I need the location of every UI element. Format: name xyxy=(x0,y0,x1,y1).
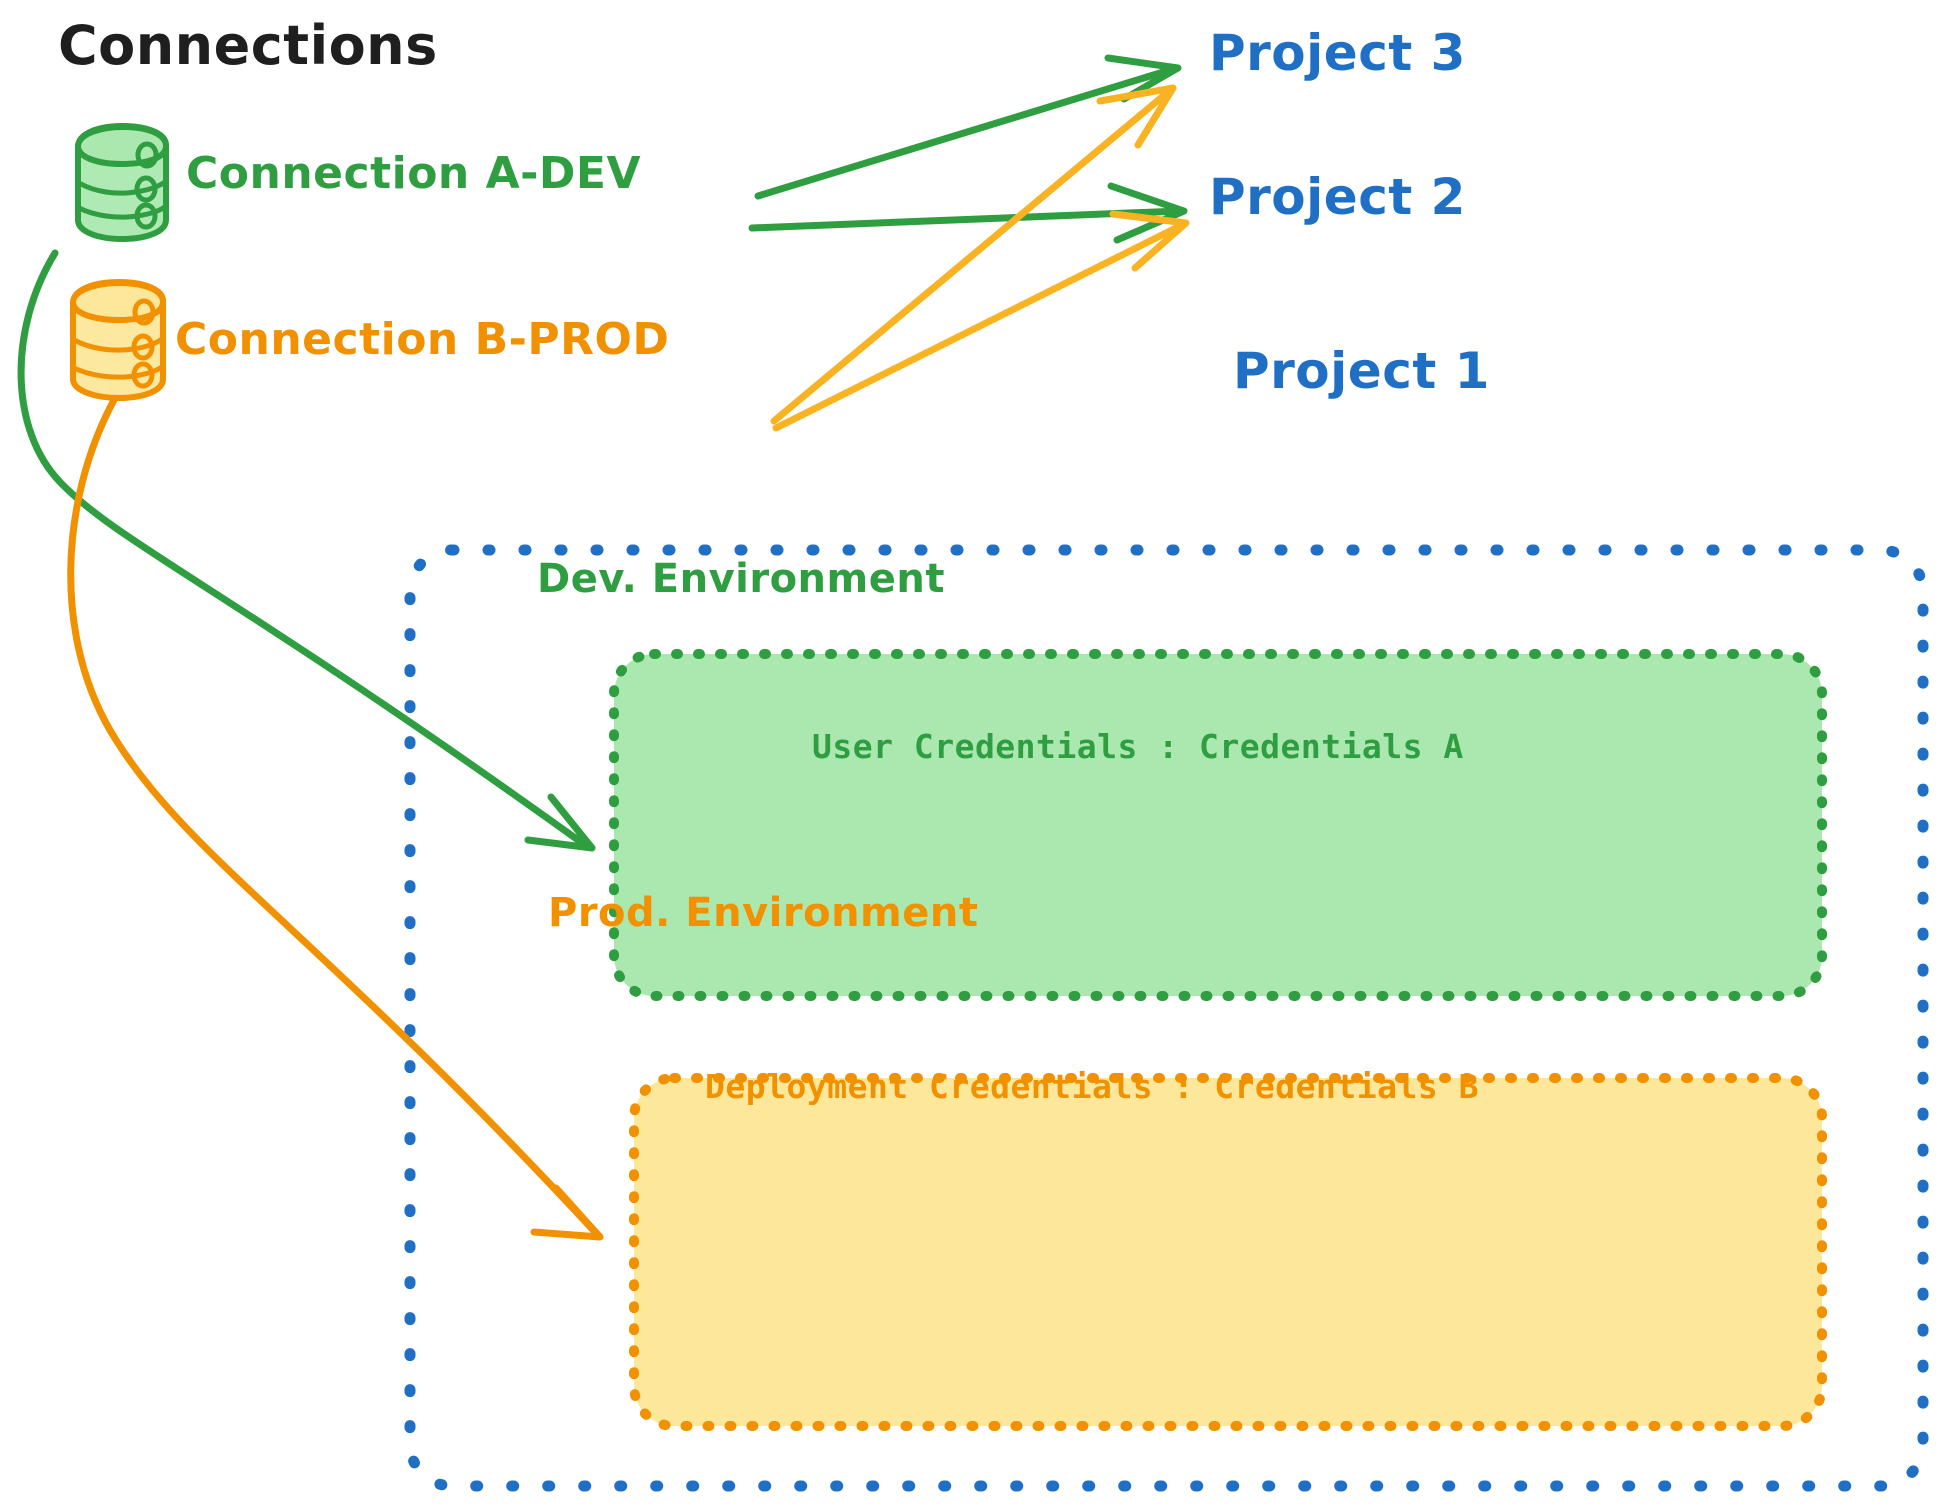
database-icon-connection-b-prod[interactable] xyxy=(70,279,166,401)
database-icon-connection-a-dev[interactable] xyxy=(75,123,169,242)
edge-b-prod-to-project-3 xyxy=(770,84,1177,425)
edge-a-dev-to-dev-environment xyxy=(17,249,596,852)
edge-b-prod-to-prod-environment xyxy=(67,396,604,1241)
edge-b-prod-to-project-2 xyxy=(772,210,1190,432)
edge-a-dev-to-project-2 xyxy=(748,182,1188,244)
dev-environment-box[interactable] xyxy=(609,649,1827,1001)
project-1-container xyxy=(404,544,1929,1492)
prod-environment-box[interactable] xyxy=(629,1073,1827,1431)
edge-a-dev-to-project-3 xyxy=(754,54,1182,200)
